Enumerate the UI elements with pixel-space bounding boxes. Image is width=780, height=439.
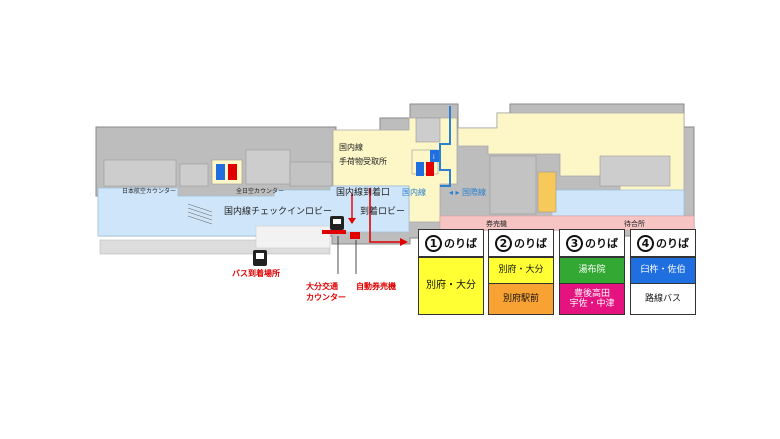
restroom-male-icon — [216, 164, 225, 180]
room — [179, 163, 209, 187]
domestic-baggage-label-line1: 国内線 — [339, 142, 363, 152]
domestic-international-divider — [439, 106, 451, 187]
bus-stop-destination: 路線バス — [631, 283, 695, 314]
room — [489, 155, 537, 215]
route-to-bus-stops — [369, 188, 400, 243]
bus-arrival-window — [256, 253, 264, 259]
room — [415, 117, 441, 143]
bus-stop-destination: 別府・大分 — [489, 257, 553, 283]
ticket-booth-label: 券売機 — [486, 219, 507, 228]
bus-arrival-area-label: バス到着場所 — [232, 268, 280, 278]
exit-arrow-icon — [348, 218, 356, 224]
oita-kotsu-counter-line2: カウンター — [306, 292, 346, 302]
room — [103, 159, 177, 187]
bus-stop-suffix: のりば — [444, 237, 477, 250]
bus-stop-suffix: のりば — [514, 237, 547, 250]
bus-stop-suffix: のりば — [585, 237, 618, 250]
room — [599, 155, 671, 187]
room — [537, 171, 557, 213]
bus-stop-destination: 別府・大分 — [419, 257, 483, 314]
bus-stop-destination: 別府駅前 — [489, 283, 553, 314]
jal-counter-label: 日本航空カウンター — [122, 187, 176, 195]
bus-counter-window — [333, 219, 341, 224]
route-arrow-icon — [400, 238, 408, 246]
ticket-machine-label: 自動券売機 — [356, 281, 396, 291]
room — [289, 161, 333, 187]
domestic-checkin-lobby-label: 国内線チェックインロビー — [224, 205, 332, 217]
escalator — [187, 203, 213, 225]
bus-stop-number: 1 — [425, 234, 442, 252]
bus-stop-number: 2 — [495, 234, 512, 252]
international-line-label-text: 国際線 — [462, 187, 486, 197]
domestic-arrival-exit-label: 国内線到着口 — [336, 186, 390, 198]
bus-stop-destination: 豊後高田宇佐・中津 — [560, 283, 624, 314]
bus-curb — [255, 225, 331, 249]
ticket-machine-icon — [350, 232, 360, 239]
waiting-room-label: 待合所 — [624, 219, 645, 228]
oita-kotsu-counter-line1: 大分交通 — [306, 281, 338, 291]
restroom-male-icon — [416, 162, 424, 176]
domestic-baggage-label-line2: 手荷物受取所 — [339, 156, 387, 166]
international-line-label: ◂ ▸ — [449, 188, 460, 197]
bus-stop-destination: 臼杵・佐伯 — [631, 257, 695, 283]
room — [245, 149, 291, 185]
restroom-female-icon — [228, 164, 237, 180]
restroom-female-icon — [426, 162, 434, 176]
bus-stop-suffix: のりば — [656, 237, 689, 250]
bus-stop-number: 4 — [637, 234, 654, 252]
ana-counter-label: 全日空カウンター — [236, 187, 284, 195]
domestic-line-label: 国内線 — [402, 187, 426, 197]
international-area — [551, 189, 685, 217]
bus-stop-destination: 湯布院 — [560, 257, 624, 283]
svg-text:i: i — [433, 154, 435, 161]
information-icon — [430, 150, 440, 162]
bus-stop-number: 3 — [566, 234, 583, 252]
pink-waiting-band — [439, 215, 695, 231]
counter-marker — [322, 230, 346, 234]
arrival-lobby-label: 到着ロビー — [360, 205, 405, 217]
